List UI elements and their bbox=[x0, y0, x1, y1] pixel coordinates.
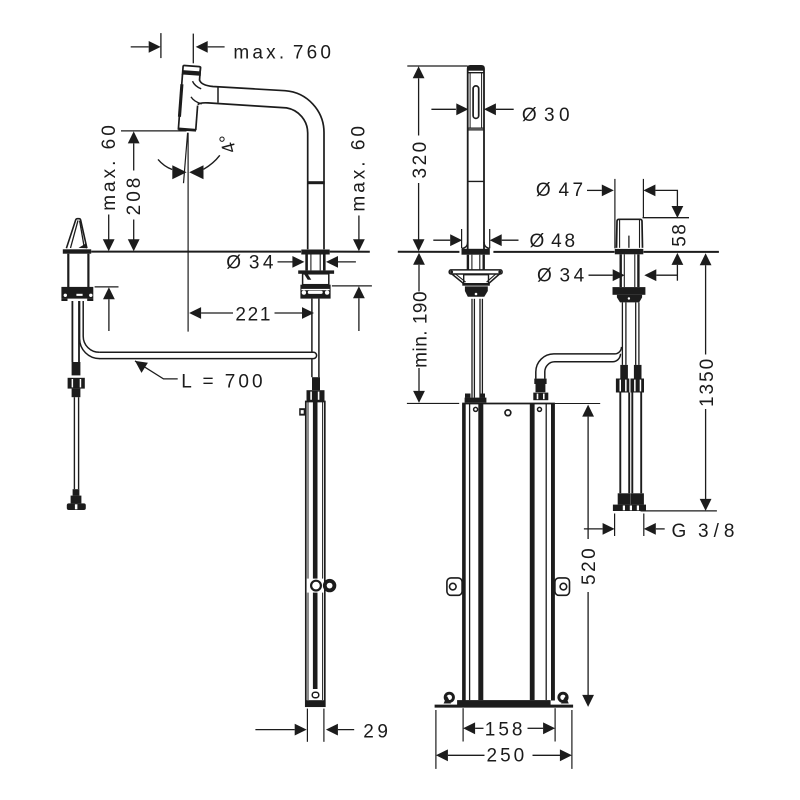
svg-text:1350: 1350 bbox=[697, 357, 718, 407]
svg-text:max. 60: max. 60 bbox=[349, 123, 370, 212]
svg-text:221: 221 bbox=[235, 305, 272, 326]
svg-text:max. 60: max. 60 bbox=[99, 122, 120, 211]
svg-text:158: 158 bbox=[485, 720, 526, 741]
svg-text:G 3/8: G 3/8 bbox=[672, 521, 740, 542]
svg-text:Ø 34: Ø 34 bbox=[537, 266, 588, 287]
svg-text:520: 520 bbox=[579, 546, 600, 585]
svg-text:min. 190: min. 190 bbox=[411, 291, 432, 368]
svg-text:208: 208 bbox=[124, 175, 145, 216]
svg-text:250: 250 bbox=[487, 746, 528, 767]
svg-text:Ø 47: Ø 47 bbox=[536, 180, 587, 201]
svg-text:320: 320 bbox=[410, 139, 431, 178]
svg-text:Ø 48: Ø 48 bbox=[530, 231, 578, 252]
svg-text:L = 700: L = 700 bbox=[181, 372, 265, 393]
svg-text:max. 760: max. 760 bbox=[233, 43, 334, 64]
svg-text:29: 29 bbox=[363, 722, 391, 743]
svg-text:58: 58 bbox=[669, 223, 690, 247]
svg-text:Ø 34: Ø 34 bbox=[226, 253, 277, 274]
svg-text:Ø 30: Ø 30 bbox=[522, 105, 574, 126]
